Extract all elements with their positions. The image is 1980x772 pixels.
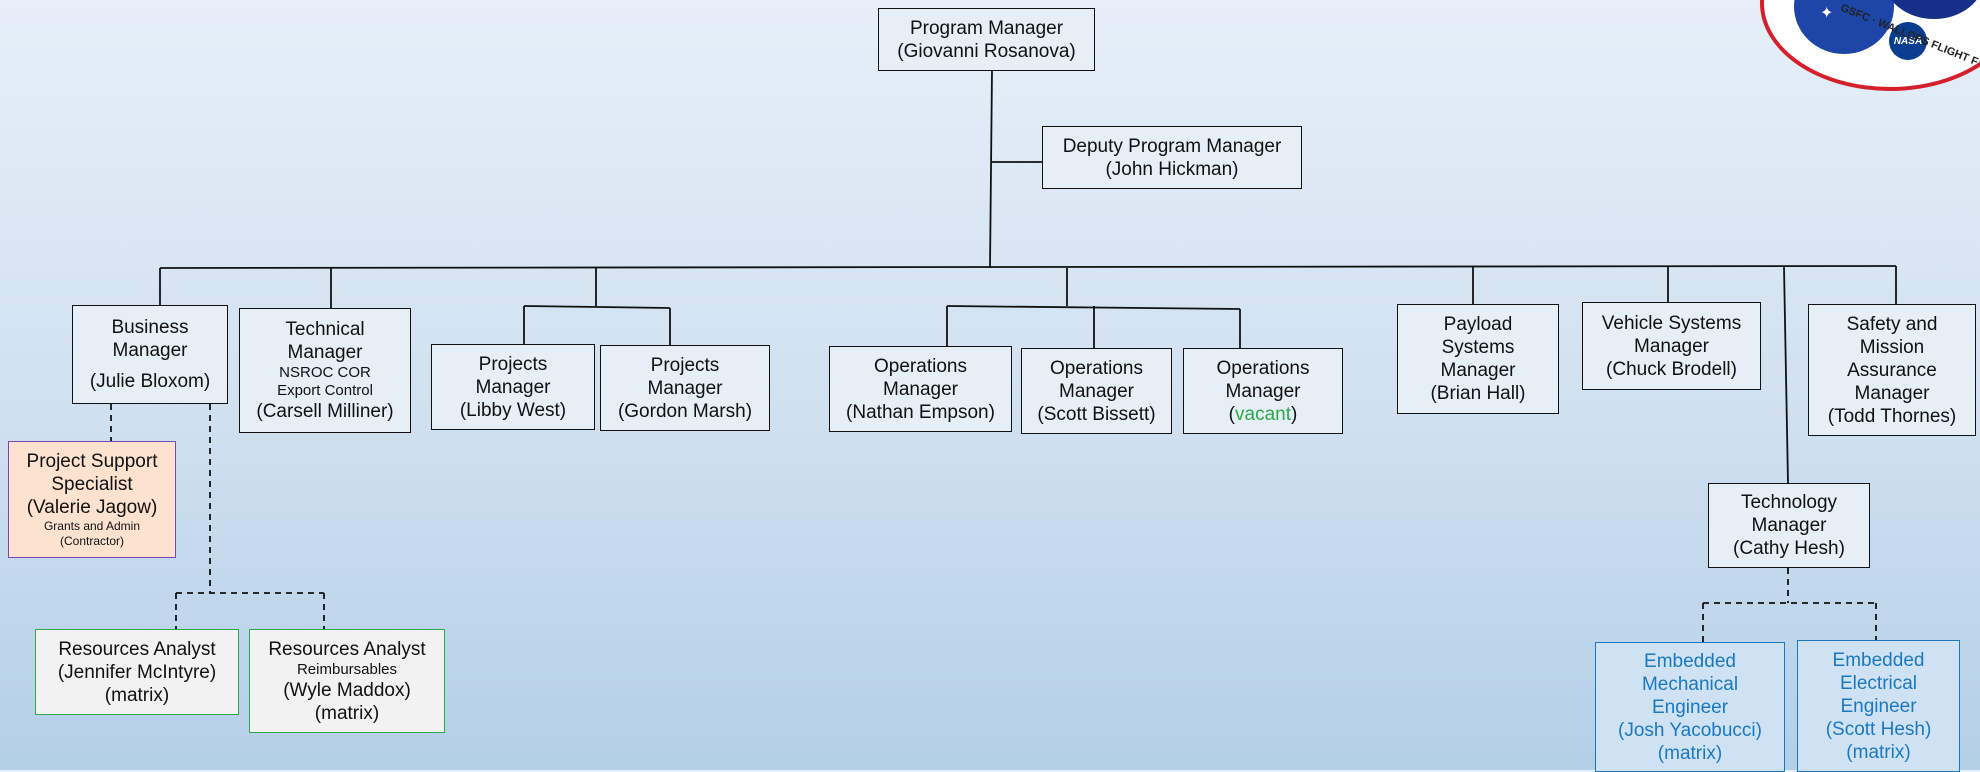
vehicle-systems-manager-box: Vehicle Systems Manager (Chuck Brodell) — [1582, 302, 1761, 390]
technology-manager-box: Technology Manager (Cathy Hesh) — [1708, 483, 1870, 568]
embedded-mechanical-name: (Josh Yacobucci) — [1618, 719, 1762, 741]
technology-manager-title-2: Manager — [1751, 515, 1827, 536]
resources-analyst-1-name: (Jennifer McIntyre) — [57, 661, 217, 683]
program-manager-box: Program Manager (Giovanni Rosanova) — [878, 8, 1095, 71]
resources-analyst-box-2: Resources Analyst Reimbursables (Wyle Ma… — [249, 629, 445, 733]
paren-close: ) — [1290, 403, 1298, 425]
safety-manager-title-2: Mission — [1859, 336, 1925, 358]
operations-manager-3-name-line: (vacant) — [1229, 403, 1298, 426]
technical-manager-name: (Carsell Milliner) — [256, 401, 394, 422]
operations-manager-3-title-2: Manager — [1225, 380, 1301, 402]
payload-manager-title-2: Systems — [1441, 337, 1515, 358]
deputy-manager-title: Deputy Program Manager — [1062, 135, 1282, 157]
program-manager-title: Program Manager — [909, 17, 1064, 39]
nasa-meatball-icon: NASA — [1889, 22, 1927, 60]
business-manager-title-2: Manager — [112, 340, 188, 361]
resources-analyst-box-1: Resources Analyst (Jennifer McIntyre) (m… — [35, 629, 239, 715]
operations-manager-2-title-2: Manager — [1059, 380, 1134, 402]
embedded-mechanical-title-3: Engineer — [1651, 696, 1729, 718]
payload-manager-title-1: Payload — [1443, 314, 1513, 335]
projects-manager-1-name: (Libby West) — [459, 399, 567, 421]
payload-manager-title-3: Manager — [1440, 360, 1516, 381]
embedded-electrical-note: (matrix) — [1846, 741, 1911, 763]
business-manager-title-1: Business — [111, 317, 189, 338]
technical-manager-title-2: Manager — [287, 342, 363, 363]
program-manager-name: (Giovanni Rosanova) — [897, 40, 1076, 62]
embedded-electrical-engineer-box: Embedded Electrical Engineer (Scott Hesh… — [1797, 640, 1960, 772]
resources-analyst-2-name: (Wyle Maddox) — [283, 679, 411, 701]
star-icon: ✦ — [1820, 5, 1834, 22]
operations-manager-box-2: Operations Manager (Scott Bissett) — [1021, 348, 1172, 434]
projects-manager-1-title-2: Manager — [475, 376, 551, 398]
safety-mission-assurance-manager-box: Safety and Mission Assurance Manager (To… — [1808, 304, 1976, 436]
operations-manager-3-title-1: Operations — [1216, 357, 1310, 379]
technology-manager-title-1: Technology — [1740, 492, 1838, 513]
embedded-electrical-title-3: Engineer — [1840, 695, 1917, 717]
resources-analyst-2-title: Resources Analyst — [268, 638, 426, 660]
projects-manager-box-1: Projects Manager (Libby West) — [431, 344, 595, 430]
operations-manager-1-title-1: Operations — [874, 355, 967, 377]
resources-analyst-2-sub: Reimbursables — [296, 660, 398, 678]
technology-manager-name: (Cathy Hesh) — [1733, 538, 1845, 559]
deputy-manager-name: (John Hickman) — [1105, 158, 1239, 180]
vacant-label: vacant — [1235, 403, 1291, 425]
safety-manager-name: (Todd Thornes) — [1827, 405, 1957, 427]
support-specialist-name: (Valerie Jagow) — [26, 497, 158, 518]
operations-manager-box-1: Operations Manager (Nathan Empson) — [829, 346, 1012, 432]
support-specialist-sub-1: Grants and Admin — [43, 519, 141, 533]
embedded-mechanical-note: (matrix) — [1657, 742, 1723, 764]
deputy-program-manager-box: Deputy Program Manager (John Hickman) — [1042, 126, 1302, 189]
embedded-electrical-name: (Scott Hesh) — [1825, 718, 1932, 740]
business-manager-name: (Julie Bloxom) — [89, 371, 211, 392]
vehicle-manager-title-2: Manager — [1634, 335, 1709, 357]
operations-manager-2-title-1: Operations — [1050, 357, 1143, 379]
logo-blue-shape-2 — [1884, 0, 1980, 19]
projects-manager-box-2: Projects Manager (Gordon Marsh) — [600, 345, 770, 431]
projects-manager-2-name: (Gordon Marsh) — [617, 400, 753, 422]
support-specialist-title-2: Specialist — [51, 474, 133, 495]
technical-manager-sub-2: Export Control — [277, 382, 373, 399]
technical-manager-box: Technical Manager NSROC COR Export Contr… — [239, 308, 411, 433]
resources-analyst-1-title: Resources Analyst — [58, 638, 216, 660]
support-specialist-title-1: Project Support — [26, 451, 158, 472]
embedded-electrical-title-1: Embedded — [1832, 649, 1925, 671]
vehicle-manager-name: (Chuck Brodell) — [1606, 358, 1737, 380]
embedded-mechanical-title-2: Mechanical — [1641, 673, 1739, 695]
support-specialist-sub-2: (Contractor) — [59, 534, 124, 548]
operations-manager-2-name: (Scott Bissett) — [1037, 403, 1156, 425]
business-manager-box: Business Manager (Julie Bloxom) — [72, 305, 228, 404]
payload-systems-manager-box: Payload Systems Manager (Brian Hall) — [1397, 304, 1559, 414]
resources-analyst-2-note: (matrix) — [314, 702, 380, 724]
projects-manager-1-title-1: Projects — [478, 353, 548, 375]
resources-analyst-1-note: (matrix) — [104, 684, 170, 706]
operations-manager-1-title-2: Manager — [883, 378, 958, 400]
paren-open: ( — [1228, 403, 1235, 425]
projects-manager-2-title-2: Manager — [647, 377, 723, 399]
safety-manager-title-4: Manager — [1854, 382, 1930, 404]
projects-manager-2-title-1: Projects — [650, 354, 720, 376]
embedded-mechanical-engineer-box: Embedded Mechanical Engineer (Josh Yacob… — [1595, 642, 1785, 772]
safety-manager-title-3: Assurance — [1847, 359, 1937, 381]
payload-manager-name: (Brian Hall) — [1430, 383, 1526, 404]
project-support-specialist-box: Project Support Specialist (Valerie Jago… — [8, 441, 176, 558]
embedded-mechanical-title-1: Embedded — [1644, 650, 1736, 672]
operations-manager-box-3: Operations Manager (vacant) — [1183, 348, 1343, 434]
technical-manager-title-1: Technical — [285, 319, 365, 340]
vehicle-manager-title-1: Vehicle Systems — [1601, 312, 1742, 334]
operations-manager-1-name: (Nathan Empson) — [846, 401, 995, 423]
embedded-electrical-title-2: Electrical — [1839, 672, 1918, 694]
safety-manager-title-1: Safety and — [1846, 313, 1938, 335]
technical-manager-sub-1: NSROC COR — [279, 364, 371, 381]
